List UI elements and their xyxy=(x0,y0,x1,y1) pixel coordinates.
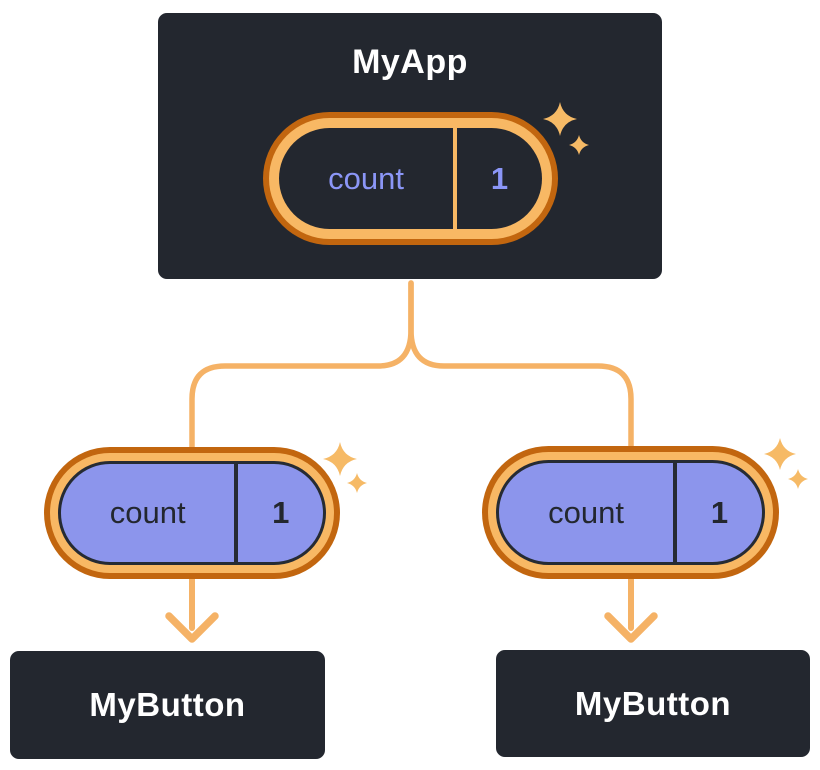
sparkle-icon xyxy=(543,102,577,136)
state-pill-root: count 1 xyxy=(263,112,558,245)
sparkle-icon xyxy=(569,135,589,155)
sparkle-icon xyxy=(347,473,367,493)
state-name-label: count xyxy=(548,494,624,530)
state-pill-divider xyxy=(234,464,239,562)
sparkles xyxy=(323,102,808,493)
state-pill-ring: count 1 xyxy=(488,452,773,573)
root-to-children-connector xyxy=(189,280,634,455)
state-pill-child-left: count 1 xyxy=(44,447,340,579)
state-value-label: 1 xyxy=(710,494,729,530)
sparkle-icon xyxy=(788,469,808,489)
state-name-label: count xyxy=(109,495,186,530)
connector-branch-right xyxy=(408,280,634,454)
state-pill-body: count 1 xyxy=(58,461,326,565)
child-component-card-left: MyButton xyxy=(7,648,328,762)
child-component-title-left: MyButton xyxy=(89,686,246,723)
state-pill-ring: count 1 xyxy=(269,118,552,239)
state-pill-body: count 1 xyxy=(496,460,765,565)
child-component-card-right: MyButton xyxy=(493,647,813,760)
state-pill-divider xyxy=(673,463,678,562)
state-name-label: count xyxy=(328,160,404,196)
state-pill-divider xyxy=(453,128,458,229)
child-component-title-right: MyButton xyxy=(574,684,732,722)
state-value-label: 1 xyxy=(272,495,290,530)
sparkle-icon xyxy=(323,442,357,476)
state-pill-ring: count 1 xyxy=(50,453,334,573)
state-pill-body: count 1 xyxy=(279,128,542,229)
state-pill-child-right: count 1 xyxy=(482,446,779,579)
state-pass-arrows xyxy=(165,569,658,643)
connector-branch-left xyxy=(189,280,414,455)
arrow-head-left xyxy=(165,612,219,643)
arrow-head-right xyxy=(604,612,658,643)
state-value-label: 1 xyxy=(490,160,509,196)
parent-component-title: MyApp xyxy=(352,43,468,81)
sparkle-icon xyxy=(764,438,796,470)
